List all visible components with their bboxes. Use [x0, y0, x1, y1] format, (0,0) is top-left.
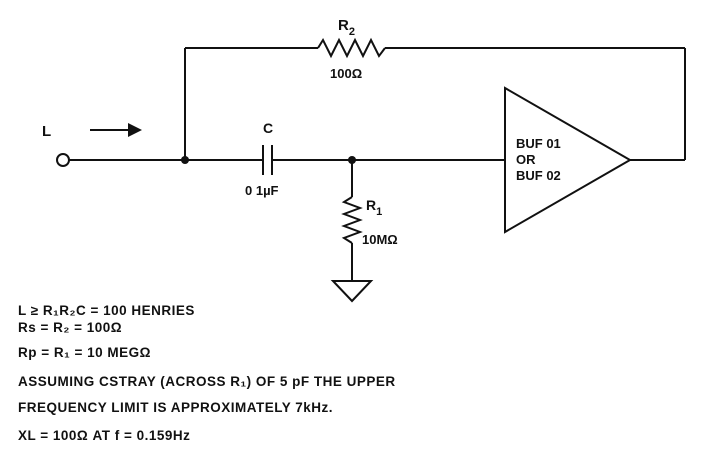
r2-label: R2 — [338, 17, 355, 38]
r2-value: 100Ω — [330, 66, 362, 81]
ground-symbol — [330, 280, 374, 303]
note-inductance: L ≥ R₁R₂C = 100 HENRIES — [18, 303, 195, 318]
junction-node-right — [348, 156, 356, 164]
note-frequency-limit: FREQUENCY LIMIT IS APPROXIMATELY 7kHz. — [18, 400, 334, 415]
buffer-amplifier — [504, 86, 633, 234]
input-terminal — [56, 153, 70, 167]
junction-node-left — [181, 156, 189, 164]
input-label: L — [42, 123, 51, 140]
note-stray-capacitance: ASSUMING CSTRAY (ACROSS R₁) OF 5 pF THE … — [18, 374, 396, 389]
buffer-label-1: BUF 01 — [516, 136, 561, 151]
note-parallel-resistance: Rp = R₁ = 10 MEGΩ — [18, 345, 151, 360]
r1-label: R1 — [366, 197, 382, 218]
arrow-right-icon — [128, 123, 142, 137]
note-series-resistance: Rs = R₂ = 100Ω — [18, 320, 123, 335]
buffer-label-2: OR — [516, 152, 536, 167]
r2-resistor — [317, 37, 386, 59]
c-label: C — [263, 120, 273, 136]
r1-resistor — [341, 196, 363, 244]
r1-value: 10MΩ — [362, 232, 398, 247]
note-reactance: XL = 100Ω AT f = 0.159Hz — [18, 428, 191, 443]
c-value: 0 1µF — [245, 183, 279, 198]
buffer-label-3: BUF 02 — [516, 168, 561, 183]
